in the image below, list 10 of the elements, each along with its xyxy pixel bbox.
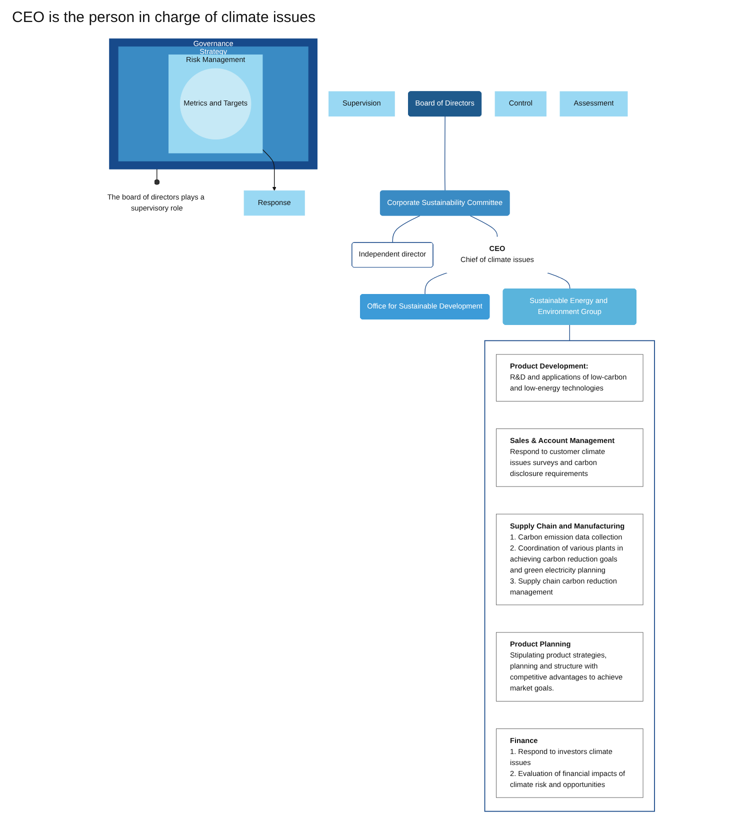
connector bbox=[154, 168, 160, 186]
connector bbox=[569, 324, 570, 342]
connector bbox=[392, 215, 420, 244]
arrow bbox=[262, 149, 276, 191]
cluster bbox=[484, 340, 655, 812]
connector bbox=[424, 272, 448, 295]
connector bbox=[444, 116, 446, 192]
connector bbox=[470, 215, 498, 238]
note-text: CEO is the person in charge of climate issues bbox=[12, 9, 316, 26]
connector bbox=[546, 272, 570, 290]
